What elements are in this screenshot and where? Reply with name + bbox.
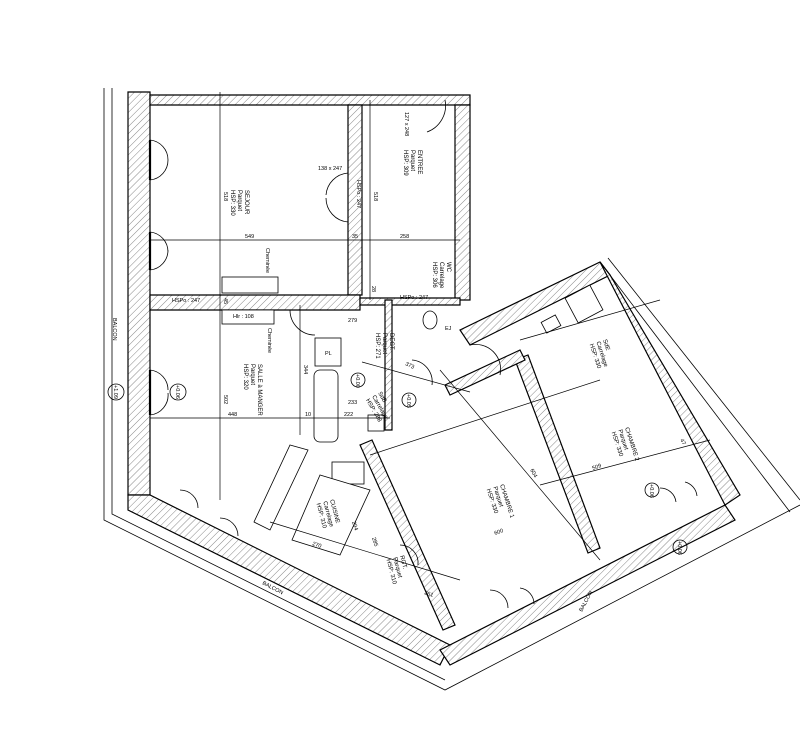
dimension: 45 (222, 298, 228, 304)
room-entree: ENTREE Parquet HSP: 309 (402, 150, 422, 176)
fireplace-lower (221, 309, 275, 325)
dimension: 258 (400, 234, 409, 240)
level-marker: +0.00 (354, 374, 360, 388)
room-chambre1: CHAMBRE 1 Parquet HSP: 330 (485, 484, 515, 520)
dimension: 233 (348, 400, 357, 406)
kitchen-counter (253, 444, 309, 531)
room-floor: Parquet (409, 150, 415, 171)
dimension: 502 (222, 395, 228, 404)
door-size-label: 138 x 247 (318, 166, 342, 172)
dimension: 604 (528, 468, 538, 479)
dimension: 518 (372, 192, 378, 201)
fireplace-label: Cheminée (264, 248, 270, 273)
room-sejour: SEJOUR Parquet HSP: 330 (229, 190, 249, 216)
level-marker: +0.06 (676, 541, 682, 555)
dimension: 28 (370, 286, 376, 292)
balcony-outline (103, 88, 800, 691)
toilet (422, 310, 438, 330)
room-hsp: HSP: 320 (242, 364, 248, 390)
room-chambre2: CHAMBRE 2 Parquet HSP: 330 (610, 427, 640, 463)
level-marker: +0.05 (405, 394, 411, 408)
level-marker: +1.09 (112, 385, 118, 399)
dimension: 518 (222, 192, 228, 201)
room-floor: Parquet (249, 364, 255, 385)
shower (564, 284, 604, 324)
level-markers: +1.09 +0.06 +0.00 +0.05 +0.06 +0.06 (107, 372, 688, 555)
room-sde: SdE Carrelage HSP: 330 (588, 339, 611, 370)
dimension: 270 (311, 541, 322, 550)
ej-label: EJ (445, 326, 452, 332)
room-salle-a-manger: SALLE à MANGER Parquet HSP: 320 (242, 364, 262, 416)
room-sdb: SdB Carrelage HSP: 288 (364, 391, 389, 424)
dimension: 294 (350, 521, 359, 532)
hlr-label: Hlr : 108 (233, 314, 254, 320)
room-name: WC (445, 262, 451, 273)
dimension: 10 (305, 412, 311, 418)
washbasin (367, 414, 385, 432)
dimension: 35 (352, 234, 358, 240)
room-floor: Parquet (381, 333, 387, 354)
door-hspo-label: HSPo : 247 (355, 180, 361, 208)
room-floor: Carrelage (438, 262, 444, 289)
dimension: 509 (592, 463, 603, 472)
room-floor: Parquet (391, 557, 402, 579)
walls (127, 91, 741, 666)
pl-label: PL (325, 351, 332, 357)
dimension: 279 (348, 318, 357, 324)
room-name: SEJOUR (243, 190, 249, 215)
hspo-label: HSPo : 247 (172, 298, 200, 304)
room-name: ENTREE (416, 150, 422, 174)
room-floor: Parquet (236, 190, 242, 211)
room-hsp: HSP: 309 (402, 150, 408, 176)
dimension: 47 (678, 438, 686, 446)
dimension: 222 (344, 412, 353, 418)
hspo-label: HSPo : 247 (400, 295, 428, 301)
doors (148, 99, 698, 609)
fireplace-label: Cheminée (266, 328, 272, 353)
dimension-labels: 518 549 35 258 518 448 502 344 10 233 22… (222, 192, 687, 599)
room-name: RGT. (398, 555, 407, 570)
dimension: 285 (370, 537, 379, 548)
room-hsp: HSP: 271 (374, 333, 380, 359)
fixtures (221, 276, 604, 556)
dimension: 373 (404, 361, 415, 370)
room-name: SdE (601, 339, 610, 352)
level-marker: +0.06 (174, 385, 180, 399)
room-name: SALLE à MANGER (256, 364, 262, 416)
room-name: DEGT. (388, 333, 394, 351)
room-hsp: HSP: 330 (229, 190, 235, 216)
sde-washbasin (540, 314, 562, 334)
dimension: 261 (423, 590, 434, 599)
balcony-label: BALCON (111, 318, 117, 341)
bathtub (313, 369, 339, 443)
dimension: 549 (245, 234, 254, 240)
room-name: SdB (376, 391, 387, 404)
room-rgt: RGT. Parquet HSP: 310 (385, 555, 408, 586)
level-marker: +0.06 (648, 484, 654, 498)
dimension-lines (149, 92, 711, 581)
room-degt: DEGT. Parquet HSP: 271 (374, 333, 394, 359)
fireplace-upper (221, 276, 279, 294)
dimension: 344 (302, 365, 308, 374)
dimension: 448 (228, 412, 237, 418)
room-hsp: HSP: 306 (431, 262, 437, 288)
door-size-label: 127 x 248 (403, 112, 409, 136)
room-wc: WC Carrelage HSP: 306 (431, 262, 451, 289)
storage-pl (314, 337, 342, 367)
dimension: 600 (494, 528, 505, 537)
